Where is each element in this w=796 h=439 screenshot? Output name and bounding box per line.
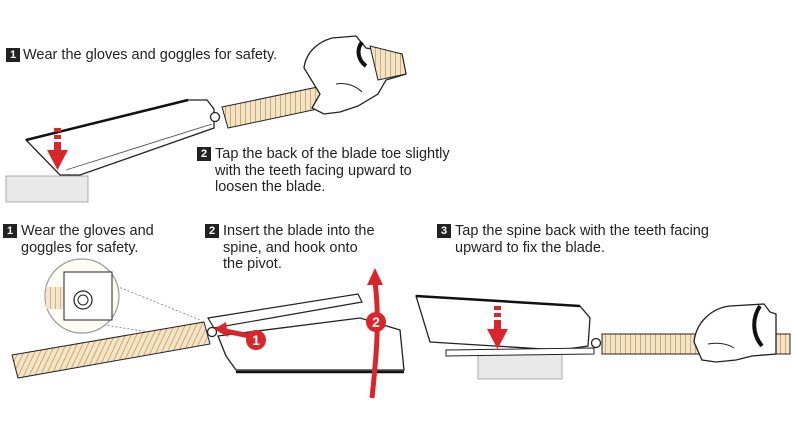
- bottom-step-1: 1 Wear the gloves and goggles for safety.: [3, 223, 154, 256]
- bottom-step-3-number: 3: [437, 224, 451, 238]
- bottom-step-3-text: Tap the spine back with the teeth facing…: [455, 223, 709, 256]
- marker-two: 2: [372, 314, 380, 330]
- magnifier-detail: [44, 258, 201, 341]
- top-step-1-text: Wear the gloves and goggles for safety.: [23, 47, 278, 63]
- bottom-right-block: [477, 353, 563, 380]
- bottom-down-arrow: [487, 306, 508, 349]
- bottom-right-hand: [693, 303, 777, 363]
- marker-two-circle: [366, 312, 386, 332]
- bottom-left-saw: [11, 293, 405, 379]
- bottom-step-1-text: Wear the gloves and goggles for safety.: [21, 223, 154, 256]
- marker-one-circle: [246, 330, 266, 350]
- top-block: [5, 175, 89, 203]
- top-step-2: 2 Tap the back of the blade toe slightly …: [197, 146, 450, 196]
- bottom-step-2-number: 2: [205, 224, 219, 238]
- top-step-2-text: Tap the back of the blade toe slightly w…: [215, 146, 450, 195]
- top-down-arrow: [47, 128, 68, 170]
- bottom-step-3: 3 Tap the spine back with the teeth facin…: [437, 223, 709, 256]
- marker-one: 1: [252, 332, 260, 348]
- bottom-step-2-text: Insert the blade into the spine, and hoo…: [223, 223, 375, 272]
- bottom-step-2: 2 Insert the blade into the spine, and ho…: [205, 223, 375, 273]
- hook-arrow: 2: [366, 268, 386, 399]
- bottom-step-1-number: 1: [3, 224, 17, 238]
- insert-arrow: 1: [214, 322, 266, 350]
- top-step-2-number: 2: [197, 147, 211, 161]
- top-hand: [303, 35, 407, 115]
- top-step-1-number: 1: [6, 48, 20, 62]
